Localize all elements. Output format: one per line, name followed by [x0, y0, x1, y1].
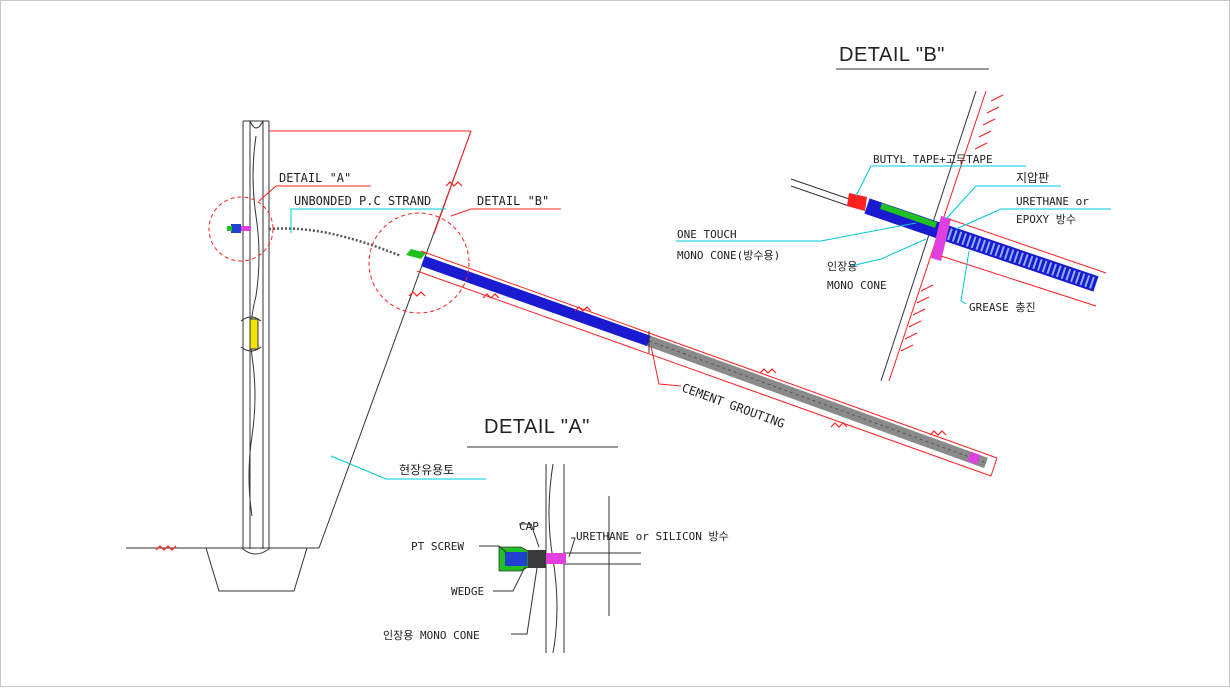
detail-b-slope: [880, 90, 977, 382]
mono-cone-leader: [511, 567, 538, 635]
casing-lower: [416, 270, 992, 477]
detail-b-hatch: [900, 94, 1004, 352]
waler-outline: [240, 316, 262, 352]
label-tension-cone-1: 인장용: [827, 260, 857, 273]
label-urethane-silicon: URETHANE or SILICON 방수: [576, 530, 729, 543]
detail-b-strand-1: [790, 178, 850, 200]
one-touch-leader: [676, 222, 917, 242]
urethane-epoxy-leader: [955, 208, 1111, 230]
grout-leader: [650, 345, 682, 387]
grease-leader: [960, 250, 970, 305]
butyl-leader: [855, 165, 1026, 197]
detail-b-circle: [368, 212, 470, 314]
detail-b-casing-top: [948, 218, 1107, 274]
detail-b-strand-2: [790, 185, 850, 207]
label-mono-cone: 인장용 MONO CONE: [383, 629, 480, 642]
hatch-casing-5: [929, 430, 947, 436]
detail-a-leader: [258, 185, 371, 202]
hatch-casing-3: [759, 368, 777, 374]
label-one-touch-2: MONO CONE(방수용): [677, 249, 780, 262]
detail-a-circle: [208, 196, 274, 262]
free-length: [421, 255, 651, 347]
anchor-tip: [967, 451, 981, 465]
detail-b-hatch-lower: [900, 284, 934, 352]
tension-cone-leader: [850, 238, 927, 267]
label-one-touch-1: ONE TOUCH: [677, 228, 737, 241]
detail-a-sleeve: [546, 553, 566, 564]
detail-b-red-cap: [847, 193, 867, 211]
anchor-sleeve: [241, 226, 251, 231]
detail-b-hatch-upper: [974, 94, 1004, 150]
label-soil: 현장유용토: [399, 463, 454, 477]
label-cap: CAP: [519, 520, 539, 533]
wedge-leader: [493, 566, 526, 592]
wall-elevation: [126, 120, 319, 592]
label-detail-a-callout: DETAIL "A": [279, 171, 351, 185]
casing-upper: [420, 250, 998, 459]
soil-leader: [330, 455, 486, 480]
detail-b-green-cone: [880, 203, 937, 228]
hatch-casing-4: [830, 422, 848, 428]
detail-b-bearing-plate: [931, 216, 951, 261]
detail-b: DETAIL "B" BUTYL TAPE+고무TAPE 지압판 URETHA: [676, 44, 1111, 382]
anchor-wedge: [227, 226, 232, 231]
casing-end: [990, 457, 998, 477]
slope-lines: [269, 130, 472, 549]
label-grease: GREASE 충진: [969, 301, 1036, 314]
pile-foot: [242, 548, 270, 555]
detail-b-leader: [450, 208, 561, 217]
footing: [205, 547, 308, 592]
label-pt-screw: PT SCREW: [411, 540, 464, 553]
label-wedge: WEDGE: [451, 585, 484, 598]
detail-a: DETAIL "A" CAP PT SCREW URETHANE or SILI…: [383, 416, 729, 654]
hatch-ground: [155, 545, 177, 551]
detail-b-blue-body: [864, 198, 952, 242]
strand-leader: [290, 208, 446, 233]
urethane-leader: [568, 537, 576, 558]
detail-b-coil: [947, 228, 1098, 290]
detail-a-wedge: [528, 550, 546, 568]
wall-anchor-head: [227, 224, 251, 233]
pile-top: [243, 120, 269, 129]
detail-b-title: DETAIL "B": [839, 44, 945, 66]
waler: [249, 318, 259, 350]
label-bearing-plate: 지압판: [1016, 171, 1049, 185]
anchor-cap: [231, 224, 241, 233]
failure-plane-red: [433, 130, 472, 235]
anchor-body: [406, 249, 998, 477]
hatch-slope-1: [445, 181, 463, 187]
detail-a-title: DETAIL "A": [484, 416, 590, 438]
grouted-length: [647, 335, 988, 469]
label-urethane-epoxy-2: EPOXY 방수: [1016, 213, 1076, 226]
hatch-slope-2: [408, 291, 426, 297]
transition-cone: [406, 249, 426, 259]
hatch-marks: [155, 181, 947, 551]
detail-a-screw: [505, 552, 527, 566]
plate-leader: [945, 185, 1061, 220]
label-butyl-tape: BUTYL TAPE+고무TAPE: [873, 153, 993, 166]
label-urethane-epoxy-1: URETHANE or: [1016, 195, 1089, 208]
hatch-casing-2: [574, 306, 592, 312]
label-detail-b-callout: DETAIL "B": [477, 194, 549, 208]
pt-screw-leader: [479, 545, 508, 554]
hatch-casing-1: [482, 293, 500, 299]
unbonded-strand: [268, 227, 402, 258]
label-unbonded-strand: UNBONDED P.C STRAND: [294, 194, 431, 208]
label-tension-cone-2: MONO CONE: [827, 279, 887, 292]
cap-leader: [519, 523, 540, 548]
